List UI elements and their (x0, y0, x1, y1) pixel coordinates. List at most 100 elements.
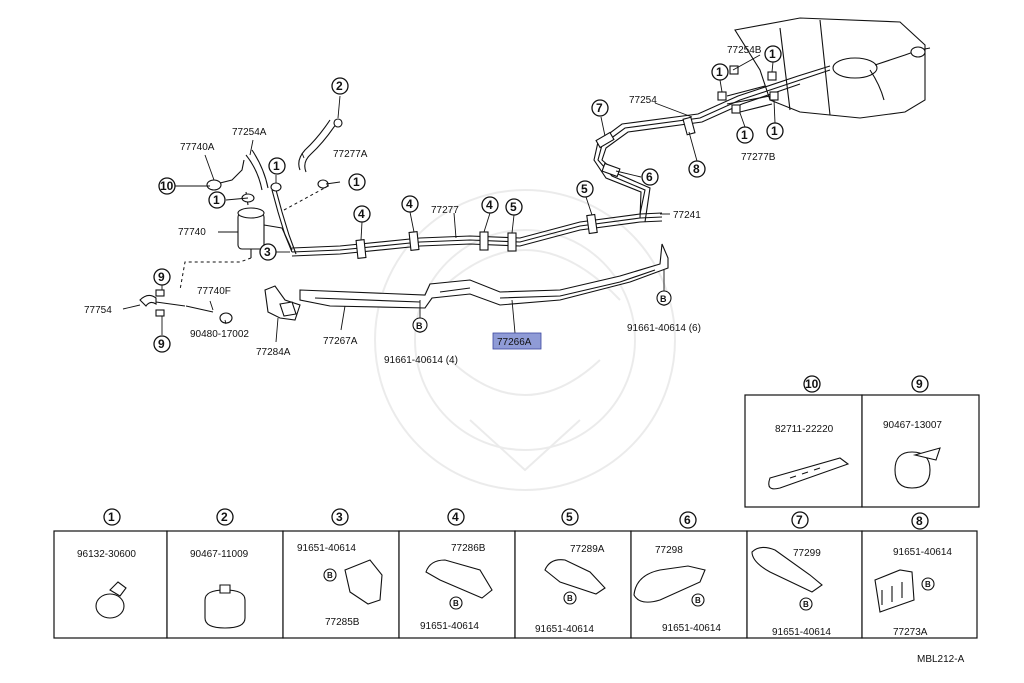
detail-6-bolt-b[interactable]: B (691, 593, 705, 607)
callout-1-filter[interactable]: 1 (268, 157, 286, 175)
label-77277[interactable]: 77277 (431, 205, 459, 216)
callout-4-b[interactable]: 4 (401, 195, 419, 213)
detail-4-part-top[interactable]: 77286B (451, 543, 486, 554)
svg-text:9: 9 (916, 377, 923, 391)
diagram-code: MBL212-A (917, 654, 965, 665)
callout-2-top[interactable]: 2 (331, 77, 349, 95)
detail-6-part-bottom[interactable]: 91651-40614 (662, 623, 721, 634)
watermark-emblem (374, 189, 676, 491)
detail-5-number[interactable]: 5 (561, 508, 579, 526)
svg-text:4: 4 (358, 207, 365, 221)
detail-box-9: 9 90467-13007 (861, 375, 980, 508)
detail-9-number[interactable]: 9 (911, 375, 929, 393)
callout-1-tank-d[interactable]: 1 (766, 122, 784, 140)
detail-3-part-bottom[interactable]: 77285B (325, 617, 360, 628)
detail-5-part-top[interactable]: 77289A (570, 544, 605, 555)
svg-text:2: 2 (221, 510, 228, 524)
vent-hose-assembly (139, 289, 233, 324)
label-91661-40614-4[interactable]: 91661-40614 (4) (384, 355, 458, 366)
label-90480-17002[interactable]: 90480-17002 (190, 329, 249, 340)
detail-10-number[interactable]: 10 (803, 375, 821, 393)
detail-2-part[interactable]: 90467-11009 (190, 549, 249, 560)
detail-7-part-bottom[interactable]: 91651-40614 (772, 627, 831, 638)
detail-4-bolt-b[interactable]: B (449, 596, 463, 610)
label-77254B[interactable]: 77254B (727, 45, 762, 56)
detail-7-bolt-b[interactable]: B (799, 597, 813, 611)
detail-7-part-top[interactable]: 77299 (793, 548, 821, 559)
detail-10-part[interactable]: 82711-22220 (775, 424, 834, 435)
detail-box-7: 7 77299 B 91651-40614 (751, 511, 831, 638)
detail-5-bolt-b[interactable]: B (563, 591, 577, 605)
fuel-filter-assembly (179, 118, 343, 291)
svg-text:10: 10 (160, 179, 174, 193)
svg-text:2: 2 (336, 79, 343, 93)
label-77241[interactable]: 77241 (673, 210, 701, 221)
detail-3-part-top[interactable]: 91651-40614 (297, 543, 356, 554)
svg-text:1: 1 (353, 175, 360, 189)
pipe-clamp-4-icon (425, 559, 493, 599)
tank-connections (717, 65, 779, 114)
detail-9-part[interactable]: 90467-13007 (883, 420, 942, 431)
callout-10-left[interactable]: 10 (158, 177, 176, 195)
label-77284A[interactable]: 77284A (256, 347, 291, 358)
callout-4-c[interactable]: 4 (481, 196, 499, 214)
bolt-b-plate-right[interactable]: B (656, 290, 672, 306)
label-77266A[interactable]: 77266A (497, 337, 532, 348)
svg-text:3: 3 (336, 510, 343, 524)
callout-8[interactable]: 8 (688, 160, 706, 178)
callout-5-a[interactable]: 5 (505, 198, 523, 216)
label-77740F[interactable]: 77740F (197, 286, 231, 297)
detail-box-10: 10 82711-22220 (744, 375, 863, 508)
detail-2-number[interactable]: 2 (216, 508, 234, 526)
detail-1-part[interactable]: 96132-30600 (77, 549, 136, 560)
callout-1-tank-a[interactable]: 1 (711, 63, 729, 81)
callout-9-top[interactable]: 9 (153, 268, 171, 286)
pipe-clamp-7-icon (751, 546, 823, 593)
detail-box-4: 4 77286B B 91651-40614 (420, 508, 493, 632)
detail-4-part-bottom[interactable]: 91651-40614 (420, 621, 479, 632)
detail-box-3: 3 91651-40614 B 77285B (297, 508, 383, 628)
callout-1-hose[interactable]: 1 (348, 173, 366, 191)
detail-7-number[interactable]: 7 (791, 511, 809, 529)
detail-1-number[interactable]: 1 (103, 508, 121, 526)
detail-8-number[interactable]: 8 (911, 512, 929, 530)
label-77740[interactable]: 77740 (178, 227, 206, 238)
label-77254A[interactable]: 77254A (232, 127, 267, 138)
detail-6-number[interactable]: 6 (679, 511, 697, 529)
label-77754[interactable]: 77754 (84, 305, 112, 316)
label-77277B[interactable]: 77277B (741, 152, 776, 163)
pipe-protector-plate (264, 243, 669, 321)
callout-5-b[interactable]: 5 (576, 180, 594, 198)
svg-text:1: 1 (213, 193, 220, 207)
svg-text:4: 4 (486, 198, 493, 212)
callout-6[interactable]: 6 (641, 168, 659, 186)
svg-text:8: 8 (916, 514, 923, 528)
bolt-b-plate-left[interactable]: B (412, 317, 428, 333)
detail-8-bolt-b[interactable]: B (921, 577, 935, 591)
callout-1-tank-c[interactable]: 1 (736, 126, 754, 144)
label-77740A[interactable]: 77740A (180, 142, 215, 153)
detail-3-number[interactable]: 3 (331, 508, 349, 526)
callout-9-bottom[interactable]: 9 (153, 335, 171, 353)
label-77267A[interactable]: 77267A (323, 336, 358, 347)
svg-text:B: B (803, 600, 809, 609)
detail-3-bolt-b[interactable]: B (323, 568, 337, 582)
label-91661-40614-6[interactable]: 91661-40614 (6) (627, 323, 701, 334)
spring-clip-icon (204, 589, 246, 629)
detail-5-part-bottom[interactable]: 91651-40614 (535, 624, 594, 635)
detail-4-number[interactable]: 4 (447, 508, 465, 526)
detail-6-part-top[interactable]: 77298 (655, 545, 683, 556)
callout-3[interactable]: 3 (259, 243, 277, 261)
pipe-clamp-8-icon (874, 569, 915, 613)
callout-7[interactable]: 7 (591, 99, 609, 117)
svg-text:7: 7 (796, 513, 803, 527)
detail-8-part-top[interactable]: 91651-40614 (893, 547, 952, 558)
callout-4-a[interactable]: 4 (353, 205, 371, 223)
callout-1-tank-b[interactable]: 1 (764, 45, 782, 63)
label-77277A[interactable]: 77277A (333, 149, 368, 160)
detail-box-5: 5 77289A B 91651-40614 (535, 508, 606, 635)
label-77254[interactable]: 77254 (629, 95, 657, 106)
svg-text:5: 5 (581, 182, 588, 196)
detail-8-part-bottom[interactable]: 77273A (893, 627, 928, 638)
callout-1-left[interactable]: 1 (208, 191, 226, 209)
